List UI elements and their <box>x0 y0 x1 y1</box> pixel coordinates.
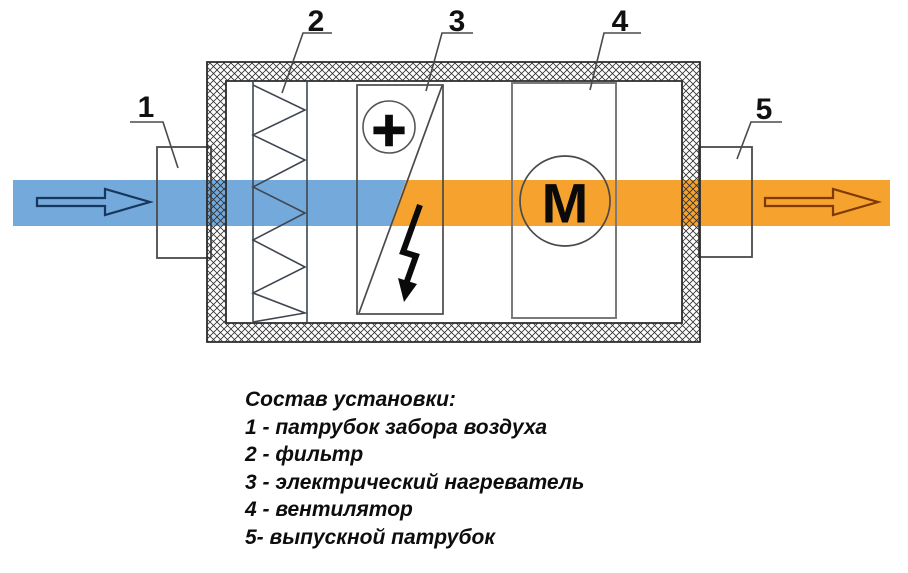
leader-1 <box>130 121 179 169</box>
motor-circle <box>519 155 611 247</box>
label-3-heater: 3 <box>449 5 466 38</box>
leader-3 <box>425 32 473 92</box>
filter-element <box>251 81 308 323</box>
hot-flow-arrow-right-icon <box>763 187 882 217</box>
legend-item-filter: 2 - фильтр <box>245 443 364 466</box>
filter-zigzag-icon <box>251 84 308 323</box>
legend-item-fan: 4 - вентилятор <box>245 498 413 521</box>
leader-2 <box>281 32 332 94</box>
cold-flow-arrow-right-icon <box>35 187 154 217</box>
plus-icon: + <box>370 102 409 156</box>
fan-box <box>511 82 617 319</box>
legend-item-heater: 3 - электрический нагреватель <box>245 470 585 494</box>
label-2-filter: 2 <box>308 5 325 38</box>
lightning-bolt-icon <box>398 203 423 302</box>
legend-block: Состав установки: 1 - патрубок забора во… <box>245 386 584 551</box>
label-4-fan: 4 <box>612 5 629 38</box>
label-1-inlet: 1 <box>138 91 155 124</box>
casing-crosshatch-wall <box>206 61 701 343</box>
legend-item-inlet: 1 - патрубок забора воздуха <box>245 415 548 439</box>
hot-air-band <box>390 180 890 226</box>
legend-item-outlet: 5- выпускной патрубок <box>245 525 496 549</box>
label-5-outlet: 5 <box>756 93 773 126</box>
legend-title: Состав установки: <box>245 388 456 411</box>
leader-5 <box>736 121 782 160</box>
heater-box <box>356 84 444 315</box>
motor-symbol: M <box>542 172 589 235</box>
leader-4 <box>589 32 641 91</box>
heater-plus-circle <box>362 100 416 154</box>
leader-lines <box>130 32 782 169</box>
